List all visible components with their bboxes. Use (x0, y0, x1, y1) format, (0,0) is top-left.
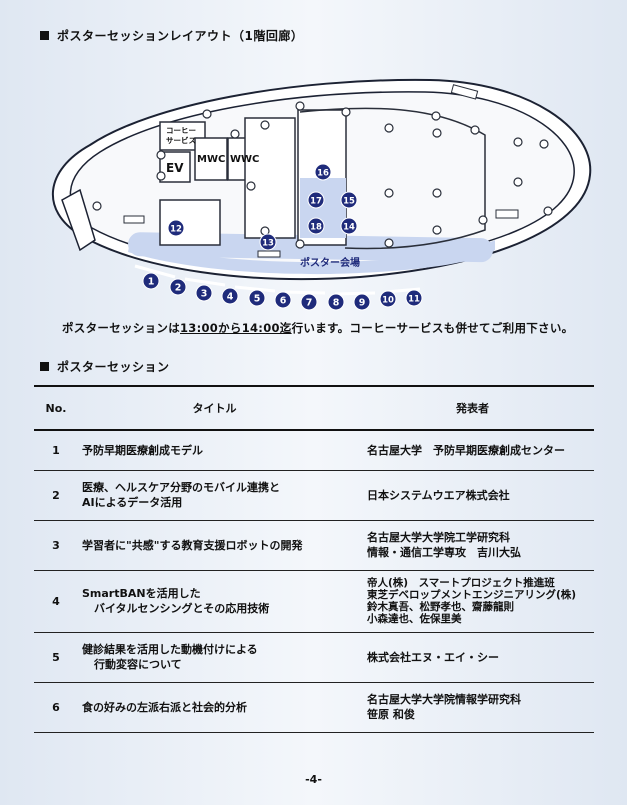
row-no: 5 (34, 632, 78, 683)
booth-label-6: 6 (280, 296, 287, 307)
sessions-title: ポスターセッション (57, 360, 170, 374)
booth-label-2: 2 (175, 283, 182, 294)
booth-marker-17 (307, 191, 325, 209)
booth-label-12: 12 (170, 225, 182, 235)
row-no: 6 (34, 682, 78, 733)
row-no: 1 (34, 430, 78, 471)
booth-label-3: 3 (201, 289, 208, 300)
ev-label: EV (166, 161, 184, 175)
row-no: 2 (34, 470, 78, 521)
sessions-heading: ポスターセッション (40, 358, 170, 375)
row-title: 予防早期医療創成モデル (78, 430, 351, 471)
booth-label-7: 7 (306, 298, 313, 309)
booth-label-13: 13 (262, 239, 274, 249)
booth-marker-6 (274, 291, 292, 309)
poster-area-band (128, 240, 495, 275)
booth-label-14: 14 (343, 223, 355, 233)
booth-marker-4 (221, 287, 239, 305)
coffee-label-1: コーヒー (166, 126, 196, 135)
booth-label-1: 1 (148, 277, 155, 288)
square-bullet-icon (40, 31, 49, 40)
row-no: 3 (34, 520, 78, 571)
booth-marker-9 (353, 293, 371, 311)
mwc-room (194, 137, 228, 181)
booth-marker-3 (195, 284, 213, 302)
row-presenter: 帝人(株) スマートプロジェクト推進班東芝デベロップメントエンジニアリング(株)… (351, 570, 594, 633)
booth-label-5: 5 (254, 294, 261, 305)
booth-marker-16 (314, 163, 332, 181)
booth-marker-1 (142, 272, 160, 290)
booth-marker-11 (405, 289, 423, 307)
mwc-label: MWC (197, 154, 225, 165)
row-title: SmartBANを活用したバイタルセンシングとその応用技術 (78, 570, 351, 633)
booth-marker-14 (340, 217, 358, 235)
booth-marker-15 (340, 191, 358, 209)
outer-dashes (134, 264, 421, 296)
session-time: 13:00から14:00迄 (180, 321, 292, 335)
row-title: 食の好みの左派右派と社会的分析 (78, 682, 351, 733)
layout-title: ポスターセッションレイアウト（1階回廊） (57, 29, 304, 43)
booth-marker-12 (167, 219, 185, 237)
row-presenter: 株式会社エヌ・エイ・シー (351, 632, 594, 683)
booth-marker-2 (169, 278, 187, 296)
booth-label-4: 4 (227, 292, 234, 303)
row-title: 健診結果を活用した動機付けによる行動変容について (78, 632, 351, 683)
booth-label-8: 8 (333, 298, 340, 309)
row-no: 4 (34, 570, 78, 633)
inner-track (299, 107, 486, 250)
booth-marker-7 (300, 293, 318, 311)
row-presenter: 日本システムウエア株式会社 (351, 470, 594, 521)
row-presenter: 名古屋大学大学院工学研究科情報・通信工学専攻 吉川大弘 (351, 520, 594, 571)
row-presenter: 名古屋大学大学院情報学研究科笹原 和俊 (351, 682, 594, 733)
wwc-label: WWC (230, 154, 259, 165)
booth-label-9: 9 (359, 298, 366, 309)
col-title: タイトル (78, 385, 351, 431)
row-presenter: 名古屋大学 予防早期医療創成センター (351, 430, 594, 471)
booth-label-11: 11 (408, 295, 420, 305)
stair-block (159, 199, 221, 246)
booth-marker-10 (379, 290, 397, 308)
layout-heading: ポスターセッションレイアウト（1階回廊） (40, 27, 303, 44)
page-number: -4- (305, 773, 322, 786)
hall-room (244, 117, 296, 239)
booth-label-15: 15 (343, 197, 355, 207)
booth-label-16: 16 (317, 169, 329, 179)
col-no: No. (34, 385, 78, 431)
coffee-label-2: サービス (166, 135, 196, 145)
square-bullet-icon (40, 362, 49, 371)
poster-area-label: ポスター会場 (300, 256, 360, 269)
bench-1 (450, 84, 479, 100)
bench-2 (495, 209, 519, 219)
session-notice: ポスターセッションは13:00から14:00迄行います。コーヒーサービスも併せて… (62, 321, 574, 335)
entrance-box (61, 188, 96, 252)
booth-label-17: 17 (310, 197, 322, 207)
booth-marker-8 (327, 293, 345, 311)
booth-marker-18 (307, 217, 325, 235)
booth-label-18: 18 (310, 223, 322, 233)
bench-4 (257, 250, 281, 258)
booth-marker-13 (259, 233, 277, 251)
bench-3 (123, 215, 145, 224)
col-presenter: 発表者 (351, 385, 594, 431)
booth-marker-5 (248, 289, 266, 307)
booth-label-10: 10 (382, 296, 394, 306)
row-title: 学習者に"共感"する教育支援ロボットの開発 (78, 520, 351, 571)
